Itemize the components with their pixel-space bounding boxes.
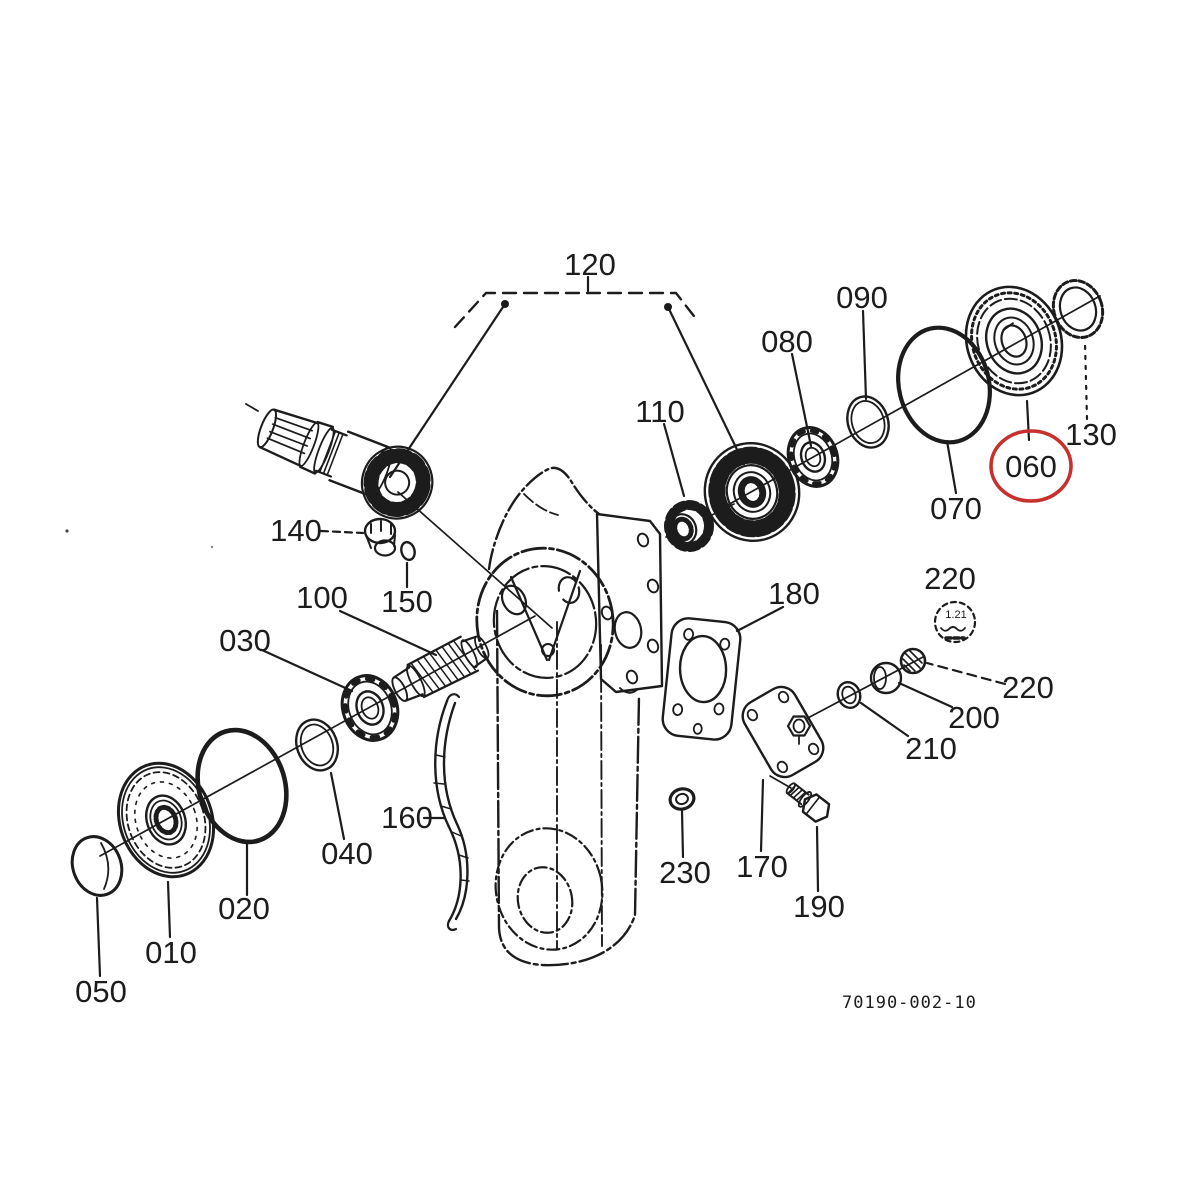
bevel-pinion-gear [360,445,434,520]
part-label-100: 100 [296,580,348,615]
seal-assembly-060 [964,285,1064,397]
part-label-160: 160 [381,800,433,835]
drawing-number: 70190-002-10 [842,993,977,1013]
part-label-170: 170 [736,849,788,884]
ball-bearing-030 [340,674,400,742]
part-label-120: 120 [564,247,616,282]
coupling-gear-110 [664,500,714,552]
part-label-130: 130 [1065,417,1117,452]
print-specks [65,529,214,549]
part-label-150: 150 [381,584,433,619]
part-label-070: 070 [930,491,982,526]
hex-plug [786,715,812,745]
part-label-010: 010 [145,935,197,970]
part-label-220-detail: 220 [924,561,976,596]
part-label-030: 030 [219,623,271,658]
part-label-110: 110 [635,394,684,429]
part-label-020: 020 [218,891,270,926]
detail-view-220: 1.21 [933,600,977,644]
collar-230 [668,787,696,811]
cap-050 [70,835,124,897]
bracket-120 [388,275,746,479]
bevel-gear [703,441,801,543]
part-label-050: 050 [75,974,127,1009]
plug-220 [899,647,927,675]
cover-plate-170 [741,685,825,779]
part-label-210: 210 [905,731,957,766]
part-label-200: 200 [948,700,1000,735]
part-labels: 120 090 080 110 140 150 100 030 020 040 … [75,247,1117,1009]
o-ring-070 [896,325,992,445]
gasket-180 [661,617,742,741]
spline-shaft-100 [391,635,490,702]
ball-bearing-080 [786,426,840,488]
snap-ring-040 [295,718,339,772]
o-ring-020 [195,727,289,845]
castle-nut-140 [363,517,397,557]
part-label-060: 060 [1005,449,1057,484]
input-shaft [256,408,434,520]
part-label-140: 140 [270,513,322,548]
part-label-080: 080 [761,324,813,359]
part-label-190: 190 [793,889,845,924]
leader-lines [95,309,1089,978]
part-label-180: 180 [768,576,820,611]
gear-case-housing [475,466,664,967]
oil-seal-010 [116,761,216,879]
ring-150 [400,540,416,562]
part-label-230: 230 [659,855,711,890]
rod-160 [433,693,470,931]
part-label-090: 090 [836,280,888,315]
ring-090 [846,395,890,449]
ring-210 [836,681,862,709]
detail-note: 1.21 [945,609,966,621]
part-label-220: 220 [1002,670,1054,705]
highlight-circle [989,429,1073,503]
plug-200 [869,661,903,695]
bolt-190 [785,782,831,823]
part-label-040: 040 [321,836,373,871]
ring-130 [1051,279,1105,339]
